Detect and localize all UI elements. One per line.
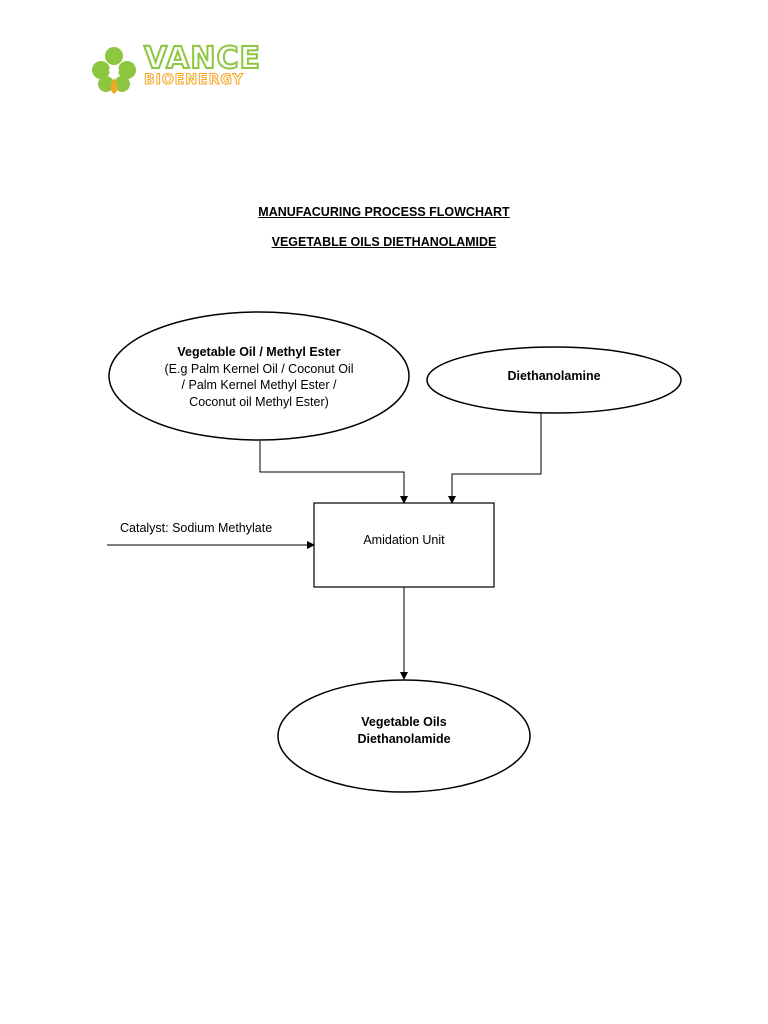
- logo-name-vance: VANCE: [143, 41, 262, 76]
- dea-to-amidation-connector: [448, 413, 542, 504]
- diethanolamine-label: Diethanolamine: [507, 369, 601, 383]
- logo-name-bioenergy: BIOENERGY: [143, 72, 244, 89]
- flowchart-title: MANUFACURING PROCESS FLOWCHART: [258, 205, 510, 219]
- oil-node-detail-1: (E.g Palm Kernel Oil / Coconut Oil: [164, 361, 354, 376]
- catalyst-label: Catalyst: Sodium Methylate: [120, 521, 273, 535]
- amidation-unit-label: Amidation Unit: [363, 533, 445, 547]
- oil-node-detail-3: Coconut oil Methyl Ester): [189, 394, 329, 409]
- product-line-1: Vegetable Oils: [361, 715, 447, 729]
- flowchart-subtitle: VEGETABLE OILS DIETHANOLAMIDE: [271, 235, 497, 249]
- oil-ellipse: [108, 311, 410, 441]
- oil-node-detail-2: / Palm Kernel Methyl Ester /: [181, 378, 337, 392]
- oil-node-text: Vegetable Oil / Methyl Ester (E.g Palm K…: [114, 344, 404, 410]
- product-ellipse: [277, 679, 531, 793]
- product-node-text: Vegetable Oils Diethanolamide: [304, 714, 504, 747]
- product-line-2: Diethanolamide: [357, 731, 451, 746]
- diethanolamine-ellipse: [426, 346, 682, 414]
- oil-to-amidation-connector: [259, 441, 408, 504]
- oil-node-title: Vegetable Oil / Methyl Ester: [177, 345, 341, 359]
- clover-leaf-icon: [92, 47, 136, 94]
- vance-logo: VANCE BIOENERGY: [88, 41, 268, 100]
